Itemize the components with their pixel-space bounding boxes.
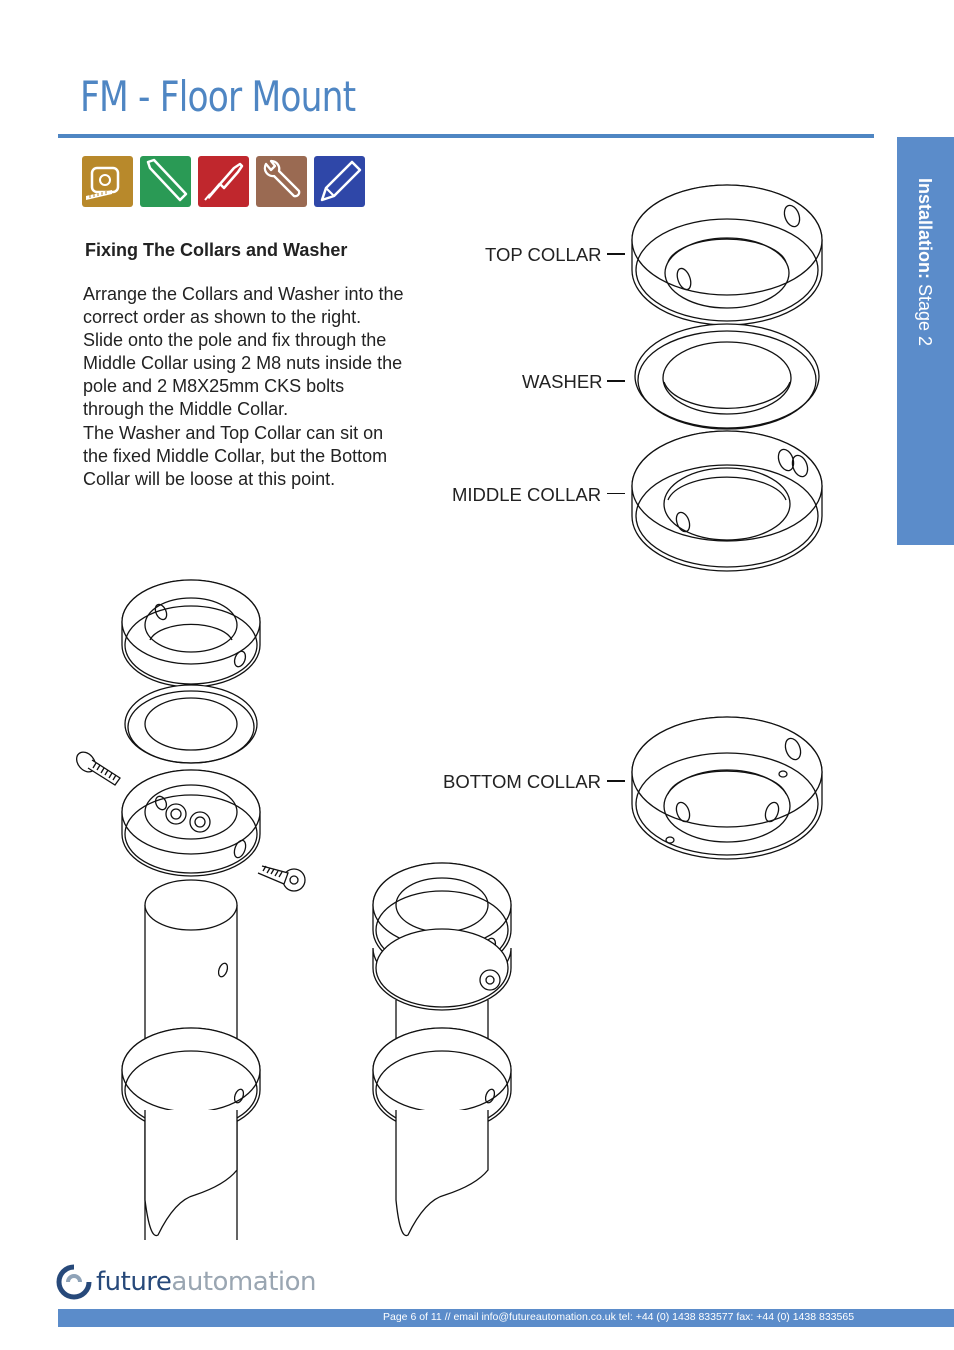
exploded-bolt-right [257, 865, 306, 892]
swirl-logo-icon [56, 1264, 92, 1300]
exploded-pole [121, 879, 261, 1240]
stage-label-bold: Installation: [915, 178, 935, 280]
bottom-collar-label: BOTTOM COLLAR [443, 771, 601, 792]
page-title: FM - Floor Mount [80, 72, 356, 121]
instruction-line: through the Middle Collar. [83, 399, 289, 420]
instruction-line: Slide onto the pole and fix through the [83, 330, 387, 351]
instruction-line: the fixed Middle Collar, but the Bottom [83, 445, 388, 466]
instruction-line: correct order as shown to the right. [83, 307, 362, 328]
exploded-middle-collar [121, 769, 261, 877]
top-collar-leader [607, 253, 625, 255]
logo-future-text: future [96, 1267, 172, 1297]
screwdriver-icon [198, 156, 249, 207]
pencil-icon [314, 156, 365, 207]
tape-measure-icon [82, 156, 133, 207]
middle-collar-drawing [631, 430, 823, 572]
instruction-line: The Washer and Top Collar can sit on [83, 422, 384, 443]
washer-label: WASHER [522, 371, 603, 392]
instruction-line: Middle Collar using 2 M8 nuts inside the [83, 353, 403, 374]
exploded-top-collar [121, 579, 261, 688]
exploded-washer [124, 684, 258, 764]
top-collar-drawing [631, 184, 823, 326]
stage-label-rest: Stage 2 [915, 279, 935, 347]
stage-side-tab-label: Installation: Stage 2 [914, 178, 935, 346]
spanner-icon [256, 156, 307, 207]
middle-collar-leader [607, 493, 625, 494]
middle-collar-label: MIDDLE COLLAR [452, 484, 602, 505]
exploded-bolt-left [75, 751, 121, 786]
title-divider [58, 134, 874, 138]
allen-key-icon [140, 156, 191, 207]
washer-leader [607, 380, 625, 382]
instruction-line: Arrange the Collars and Washer into the [83, 284, 404, 304]
top-collar-label: TOP COLLAR [485, 244, 602, 265]
instruction-line: pole and 2 M8X25mm CKS bolts [83, 376, 345, 397]
footer-contact-text: Page 6 of 11 // email info@futureautomat… [383, 1311, 855, 1323]
instructions-text: Arrange the Collars and Washer into the … [83, 283, 443, 491]
bottom-collar-leader [607, 780, 625, 782]
stage-side-tab [897, 137, 954, 545]
instruction-line: Collar will be loose at this point. [83, 468, 336, 489]
washer-drawing [634, 323, 820, 430]
logo-automation-text: automation [171, 1267, 316, 1297]
footer-bar [58, 1309, 954, 1327]
bottom-collar-drawing [631, 716, 823, 860]
section-heading: Fixing The Collars and Washer [85, 240, 348, 260]
assembled-pole [372, 862, 512, 1237]
